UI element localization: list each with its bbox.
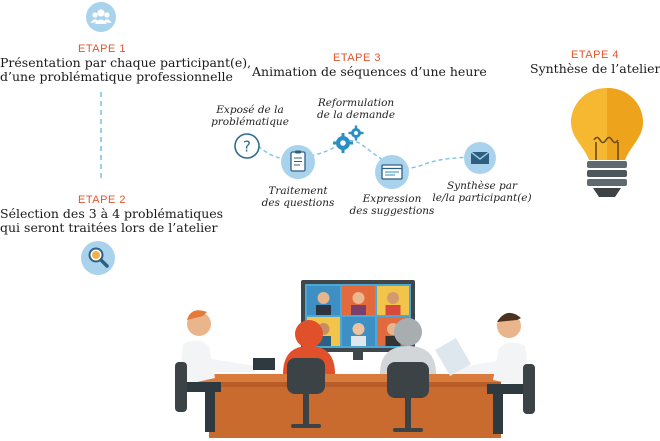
step3-title: ETAPE 3 [333,52,381,64]
step1-people-icon [86,2,116,32]
step1-desc-line1: Présentation par chaque participant(e), [0,55,252,70]
substep4-label-line1: Expression [362,193,422,205]
substep1-label-line1: Exposé de la [216,104,284,116]
question-icon: ? [234,133,260,159]
gears-icon [333,125,364,153]
step4-title: ETAPE 4 [571,49,619,61]
substep3-label-line2: de la demande [316,109,396,121]
substep2-label-line1: Traitement [268,185,328,197]
substep5-label-line2: le/la participant(e) [432,192,532,204]
svg-text:?: ? [243,138,251,156]
meeting-illustration [175,280,535,438]
browser-icon [375,155,409,189]
substep3-label-line1: Reformulation [317,97,395,109]
step2-desc-line2: qui seront traitées lors de l’atelier [0,220,218,235]
step2-magnifier-icon [81,241,115,275]
step1-desc-line2: d’une problématique professionnelle [0,69,233,84]
step2-desc-line1: Sélection des 3 à 4 problématiques [0,206,224,221]
envelope-icon [464,142,496,174]
step1-title: ETAPE 1 [78,43,126,55]
step4-desc: Synthèse de l’atelier [530,61,660,76]
substep1-label-line2: problématique [211,116,289,128]
substep4-label-line2: des suggestions [349,205,435,217]
step3-desc: Animation de séquences d’une heure [252,64,487,79]
substep5-label-line1: Synthèse par [446,180,518,192]
clipboard-icon [281,145,315,179]
step2-title: ETAPE 2 [78,194,126,206]
lightbulb-icon [571,88,643,197]
substep2-label-line2: des questions [261,197,335,209]
step1-step2-connector [100,92,102,182]
